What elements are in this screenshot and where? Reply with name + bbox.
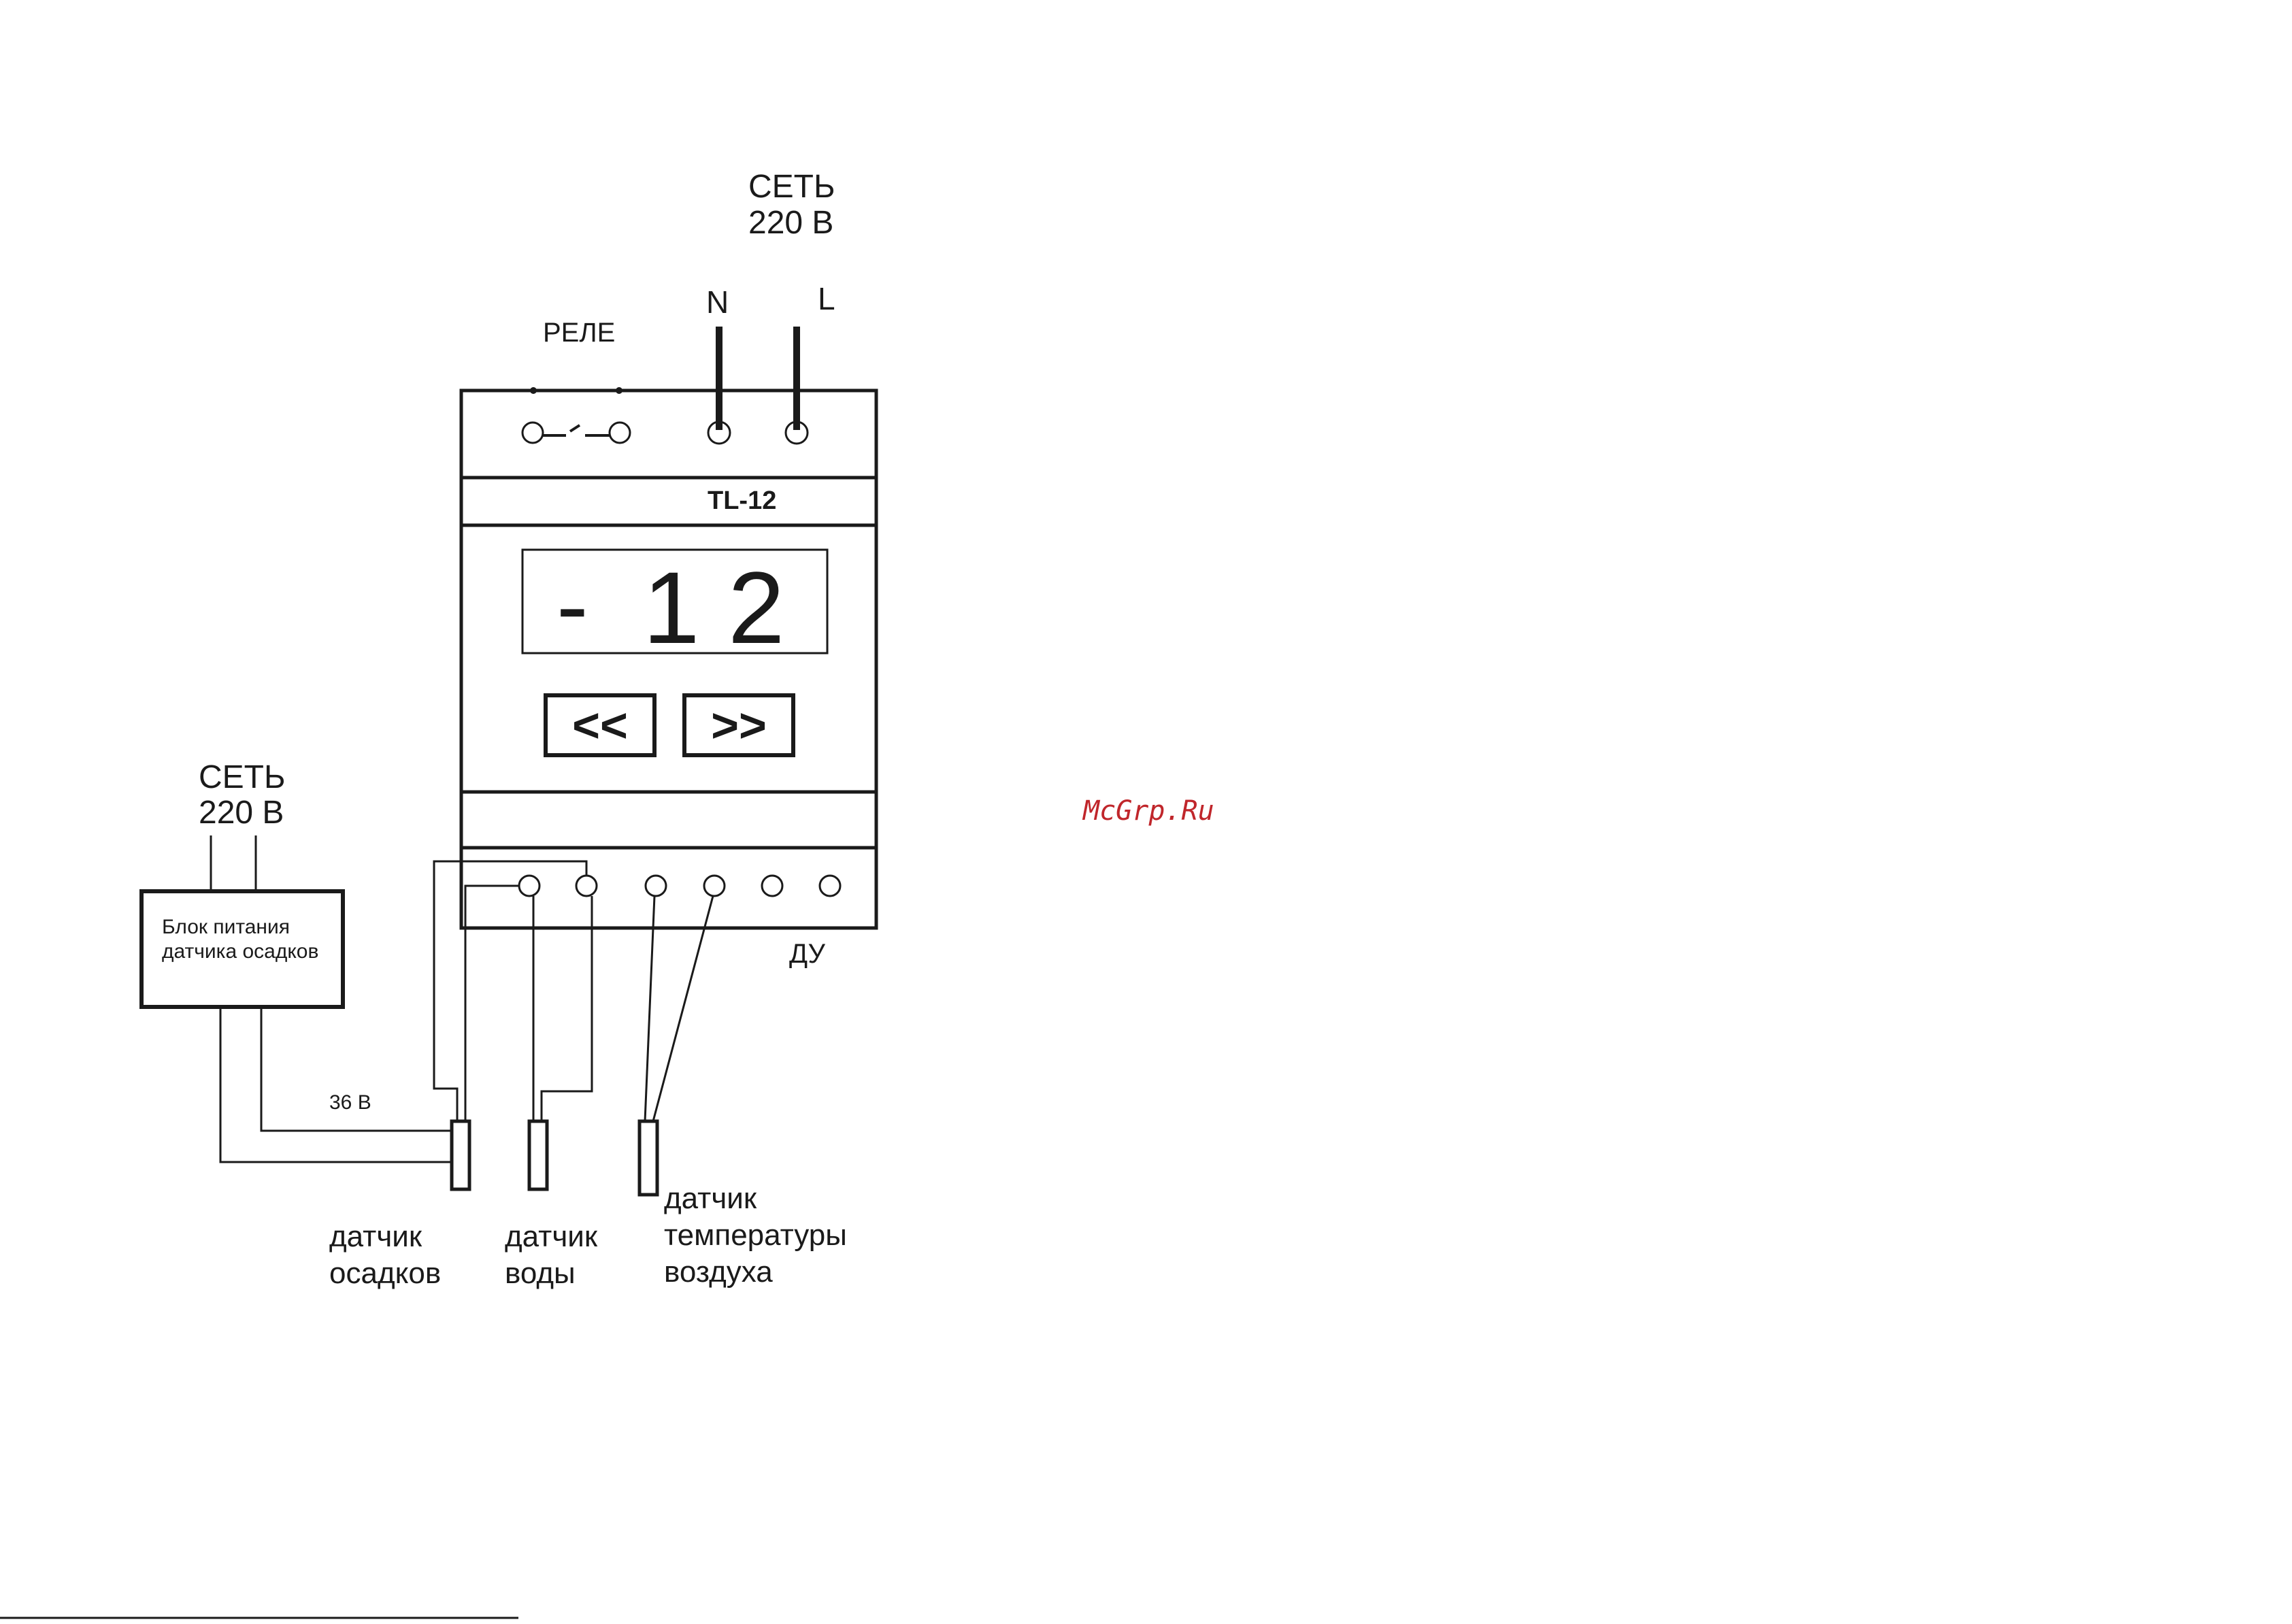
- terminal-bottom-3: [646, 876, 666, 896]
- terminal-bottom-4: [704, 876, 725, 896]
- mains-top-label-line2: 220 В: [748, 205, 833, 241]
- air-sensor-wire-1: [645, 896, 654, 1121]
- water-sensor-label-line1: датчик: [505, 1220, 598, 1253]
- air-sensor-label-line2: температуры: [664, 1219, 847, 1252]
- air-sensor-wire-2: [653, 896, 713, 1121]
- watermark: McGrp.Ru: [1082, 795, 1214, 827]
- voltage-label: 36 В: [329, 1091, 371, 1114]
- precip-sensor-label-line1: датчик: [329, 1220, 422, 1253]
- left-button[interactable]: <<: [546, 695, 654, 755]
- air-sensor-label-line3: воздуха: [664, 1255, 773, 1289]
- relay-contact-symbol: [522, 387, 630, 443]
- line-label: L: [818, 281, 835, 316]
- terminal-bottom-2: [576, 876, 597, 896]
- water-sensor-label-line2: воды: [505, 1257, 576, 1290]
- mains-left-label-line2: 220 В: [199, 795, 284, 831]
- remote-control-label: ДУ: [789, 939, 826, 969]
- precip-sensor-wire-signal: [465, 886, 519, 1121]
- terminal-bottom-1: [519, 876, 539, 896]
- mains-top-label-line1: СЕТЬ: [748, 169, 835, 205]
- display-digit-2: 2: [728, 550, 784, 665]
- air-temperature-sensor: [640, 1121, 657, 1195]
- precip-sensor-wire-loop: [434, 861, 586, 1121]
- device-model-label: TL-12: [708, 486, 776, 515]
- neutral-label: N: [706, 284, 729, 320]
- water-sensor: [529, 1121, 547, 1189]
- water-sensor-wire-2: [542, 896, 592, 1121]
- precipitation-sensor: [452, 1121, 469, 1189]
- psu-label-line1: Блок питания: [162, 916, 290, 938]
- relay-label: РЕЛЕ: [543, 318, 615, 348]
- mains-left-label-line1: СЕТЬ: [199, 759, 286, 795]
- right-button[interactable]: >>: [684, 695, 793, 755]
- terminal-bottom-5: [762, 876, 782, 896]
- psu-output-wire-2: [220, 1007, 452, 1162]
- terminal-bottom-6: [820, 876, 840, 896]
- display-sign: -: [557, 552, 588, 659]
- bottom-terminals: [519, 876, 840, 896]
- right-button-label: >>: [711, 699, 767, 752]
- left-button-label: <<: [572, 699, 628, 752]
- precip-sensor-label-line2: осадков: [329, 1257, 441, 1290]
- psu-label-line2: датчика осадков: [162, 940, 318, 963]
- air-sensor-label-line1: датчик: [664, 1182, 757, 1215]
- display-digit-1: 1: [643, 550, 699, 665]
